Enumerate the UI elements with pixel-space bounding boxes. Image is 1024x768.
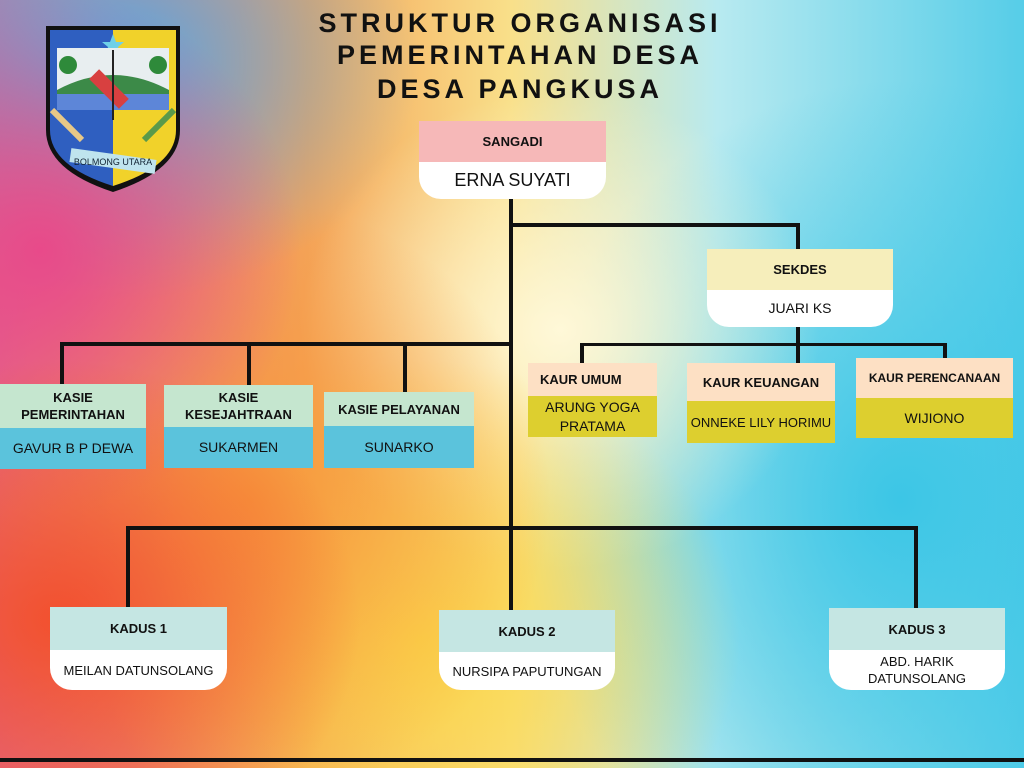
kadus-role: KADUS 3	[829, 608, 1005, 650]
sangadi-box: SANGADI ERNA SUYATI	[419, 121, 606, 199]
kadus-drop-3	[914, 526, 918, 608]
kaur-name: WIJIONO	[856, 398, 1013, 438]
svg-text:BOLMONG UTARA: BOLMONG UTARA	[74, 157, 152, 167]
kasie-role: KASIE PELAYANAN	[324, 392, 474, 426]
kaur-horizontal-line	[580, 343, 947, 346]
kaur-box: KAUR KEUANGAN ONNEKE LILY HORIMU	[687, 363, 835, 443]
sangadi-name: ERNA SUYATI	[419, 162, 606, 199]
kaur-drop-3	[943, 343, 947, 358]
bottom-border	[0, 758, 1024, 762]
kaur-drop-1	[580, 343, 584, 363]
sangadi-role: SANGADI	[419, 121, 606, 162]
kadus-role: KADUS 2	[439, 610, 615, 652]
kaur-role: KAUR UMUM	[528, 363, 657, 396]
sekdes-box: SEKDES JUARI KS	[707, 249, 893, 327]
kasie-name: GAVUR B P DEWA	[0, 428, 146, 469]
kadus-name: MEILAN DATUNSOLANG	[50, 650, 227, 690]
kasie-name: SUKARMEN	[164, 427, 313, 468]
title-line-3: DESA PANGKUSA	[376, 74, 664, 104]
kadus-box: KADUS 3 ABD. HARIK DATUNSOLANG	[829, 608, 1005, 690]
kasie-role: KASIE KESEJAHTRAAN	[164, 385, 313, 427]
kasie-box: KASIE PEMERINTAHAN GAVUR B P DEWA	[0, 384, 146, 469]
kaur-name: ONNEKE LILY HORIMU	[687, 401, 835, 443]
kaur-role: KAUR KEUANGAN	[687, 363, 835, 401]
kadus-name: ABD. HARIK DATUNSOLANG	[829, 650, 1005, 690]
sekdes-connector	[511, 223, 800, 227]
title-line-2: PEMERINTAHAN DESA	[336, 40, 703, 70]
kaur-name: ARUNG YOGA PRATAMA	[528, 396, 657, 437]
kadus-box: KADUS 2 NURSIPA PAPUTUNGAN	[439, 610, 615, 690]
kadus-name: NURSIPA PAPUTUNGAN	[439, 652, 615, 690]
sekdes-name: JUARI KS	[707, 290, 893, 327]
title-line-1: STRUKTUR ORGANISASI	[318, 8, 722, 38]
kaur-box: KAUR PERENCANAAN WIJIONO	[856, 358, 1013, 438]
sekdes-drop	[796, 223, 800, 249]
kadus-box: KADUS 1 MEILAN DATUNSOLANG	[50, 607, 227, 690]
kaur-box: KAUR UMUM ARUNG YOGA PRATAMA	[528, 363, 657, 437]
kasie-box: KASIE PELAYANAN SUNARKO	[324, 392, 474, 468]
sekdes-role: SEKDES	[707, 249, 893, 290]
kadus-horizontal-line	[126, 526, 918, 530]
kasie-box: KASIE KESEJAHTRAAN SUKARMEN	[164, 385, 313, 468]
kadus-role: KADUS 1	[50, 607, 227, 650]
kasie-drop-1	[60, 342, 64, 384]
kasie-name: SUNARKO	[324, 426, 474, 468]
kasie-drop-2	[247, 342, 251, 385]
kasie-horizontal-line	[60, 342, 511, 346]
logo-emblem: BOLMONG UTARA	[46, 26, 180, 192]
main-vertical-line	[509, 199, 513, 610]
kasie-role: KASIE PEMERINTAHAN	[0, 384, 146, 428]
kasie-drop-3	[403, 342, 407, 392]
kadus-drop-1	[126, 526, 130, 608]
kaur-role: KAUR PERENCANAAN	[856, 358, 1013, 398]
